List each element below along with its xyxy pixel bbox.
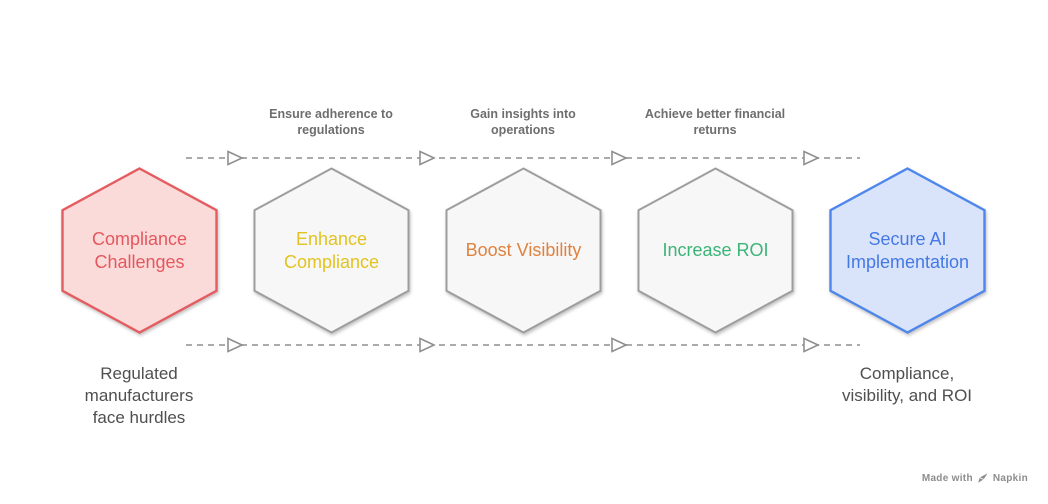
step-label: Increase ROI bbox=[662, 240, 769, 260]
step-label: Enhance Compliance bbox=[283, 228, 380, 272]
arrowhead-icon bbox=[610, 150, 628, 166]
arrowhead-icon bbox=[610, 337, 628, 353]
hexagon-compliance-challenges: Compliance Challenges bbox=[61, 167, 218, 334]
bottom-connector-line bbox=[186, 344, 860, 346]
hexagon-shape bbox=[61, 167, 218, 334]
arrowhead-icon bbox=[418, 337, 436, 353]
watermark-brand: Napkin bbox=[992, 472, 1028, 484]
annotation-enhance-compliance: Ensure adherence to regulations bbox=[269, 107, 393, 137]
step-label: Boost Visibility bbox=[465, 240, 582, 260]
watermark-prefix: Made with bbox=[921, 472, 973, 484]
arrowhead-icon bbox=[418, 150, 436, 166]
hexagon-secure-ai-implementation: Secure AI Implementation bbox=[829, 167, 986, 334]
arrowhead-icon bbox=[226, 150, 244, 166]
hexagon-shape bbox=[445, 167, 602, 334]
arrowhead-icon bbox=[802, 337, 820, 353]
hexagon-enhance-compliance: Enhance Compliance bbox=[253, 167, 410, 334]
hexagon-shape bbox=[253, 167, 410, 334]
caption-left: Regulated manufacturers face hurdles bbox=[84, 364, 194, 427]
annotation-increase-roi: Achieve better financial returns bbox=[644, 107, 786, 137]
caption-right: Compliance, visibility, and ROI bbox=[841, 364, 973, 405]
hexagon-shape bbox=[637, 167, 794, 334]
step-label: Secure AI Implementation bbox=[845, 228, 970, 272]
arrowhead-icon bbox=[226, 337, 244, 353]
arrowhead-icon bbox=[802, 150, 820, 166]
watermark: Made with Napkin bbox=[922, 472, 1028, 484]
hexagon-shape bbox=[829, 167, 986, 334]
hexagon-boost-visibility: Boost Visibility bbox=[445, 167, 602, 334]
step-label: Compliance Challenges bbox=[91, 228, 188, 272]
hexagon-increase-roi: Increase ROI bbox=[637, 167, 794, 334]
annotation-boost-visibility: Gain insights into operations bbox=[470, 107, 576, 137]
top-connector-line bbox=[186, 157, 860, 159]
napkin-logo-icon bbox=[977, 472, 989, 484]
